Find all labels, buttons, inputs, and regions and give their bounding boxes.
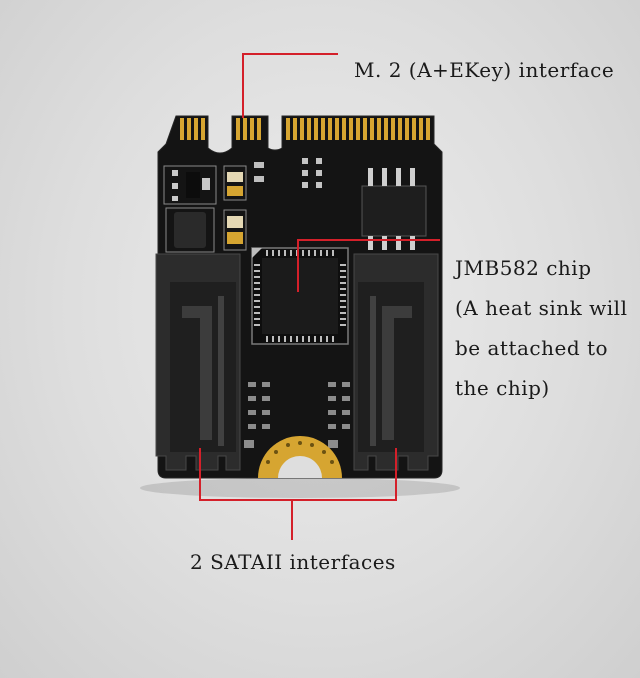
sata-callout-line — [199, 448, 397, 501]
left-components — [163, 162, 264, 253]
callout-lines — [199, 53, 440, 540]
chip-label-line-4: the chip) — [455, 376, 550, 400]
chip-label-line-2: (A heat sink will — [455, 296, 628, 320]
small-capacitors — [302, 158, 322, 188]
jmb582-chip — [251, 247, 349, 345]
sata-interfaces-label: 2 SATAII interfaces — [190, 550, 396, 574]
lower-component-grid — [244, 382, 350, 448]
m2-interface-label: M. 2 (A+EKey) interface — [354, 58, 615, 82]
board-shadow — [140, 478, 460, 498]
u1-chip — [361, 168, 427, 250]
chip-label-line-1: JMB582 chip — [455, 256, 592, 280]
mounting-notch — [258, 436, 342, 478]
m2-gold-fingers — [180, 118, 430, 140]
sata-connector-right — [353, 253, 439, 471]
m2-callout-line — [242, 53, 338, 118]
chip-label-line-3: be attached to — [455, 336, 609, 360]
sata-connector-left — [155, 253, 241, 471]
chip-callout-line — [297, 239, 440, 292]
chip-label: JMB582 chip (A heat sink will be attache… — [455, 248, 627, 408]
